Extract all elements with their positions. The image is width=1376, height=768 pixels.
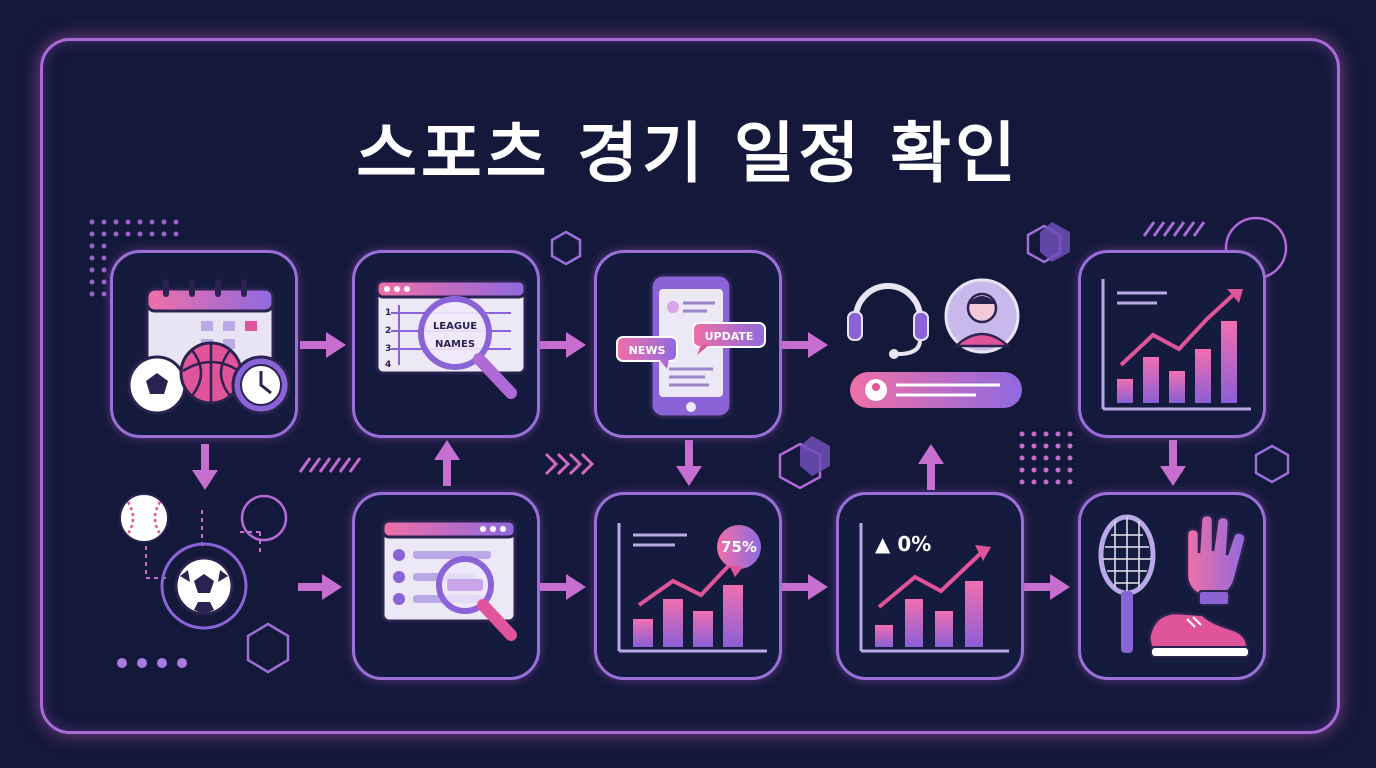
- row-number-4: 4: [385, 360, 391, 370]
- calendar-sports-icon: [127, 279, 291, 415]
- arrow-1-2: [300, 332, 346, 358]
- hatch-lines-2: [1142, 221, 1206, 237]
- row-number-1: 1: [385, 308, 391, 318]
- arrow-10-9: [298, 574, 342, 600]
- update-label: UPDATE: [705, 330, 754, 343]
- percent-badge-label: 75%: [721, 538, 757, 556]
- league-label: LEAGUE: [433, 321, 477, 332]
- step-box-league-search: 1 2 3 4 LEAGUE NAMES: [352, 250, 540, 438]
- arrow-1-down: [192, 444, 218, 490]
- dot-grid-right: [1019, 431, 1073, 485]
- arrow-9-8: [540, 574, 586, 600]
- row-number-3: 3: [385, 344, 391, 354]
- row-number-2: 2: [385, 326, 391, 336]
- outer-frame: [40, 38, 1340, 734]
- arrow-9-up: [434, 440, 460, 486]
- arrow-5-down: [1160, 440, 1186, 486]
- support-profile-icon: [847, 278, 1022, 408]
- arrow-2-3: [540, 332, 586, 358]
- flow-arrows: [192, 332, 1186, 600]
- arrow-8-7: [782, 574, 828, 600]
- step-box-percent-chart: ▲ 0%: [836, 492, 1024, 680]
- rising-chart-icon: [1101, 279, 1251, 411]
- step-box-list-search: [352, 492, 540, 680]
- arrow-7-6: [1024, 574, 1070, 600]
- chevrons: [544, 452, 595, 476]
- step-box-equipment: [1078, 492, 1266, 680]
- step-box-rising-chart: [1078, 250, 1266, 438]
- arrow-3-down: [676, 440, 702, 486]
- sports-equipment-icon: [1098, 513, 1250, 658]
- arrow-7-up: [918, 444, 944, 490]
- up-stat-label: ▲ 0%: [875, 532, 931, 556]
- news-label: NEWS: [629, 344, 666, 357]
- arrow-3-4: [782, 332, 828, 358]
- badge-chart-icon: 75%: [617, 523, 767, 653]
- hexagon-filled-1: [1040, 222, 1070, 262]
- dots-bottom-left: [117, 658, 187, 668]
- names-label: NAMES: [435, 339, 475, 350]
- dot-grid-top-left: [89, 219, 179, 297]
- list-search-icon: [381, 519, 517, 641]
- hatch-lines-1: [298, 457, 362, 473]
- step-box-badge-chart: 75%: [594, 492, 782, 680]
- hexagon-filled-2: [800, 436, 830, 476]
- step-box-news-update: NEWS UPDATE: [594, 250, 782, 438]
- ball-network-icon: [119, 493, 261, 630]
- league-search-icon: 1 2 3 4 LEAGUE NAMES: [375, 279, 527, 399]
- percent-up-chart-icon: ▲ 0%: [859, 523, 1009, 653]
- phone-news-update-icon: NEWS UPDATE: [616, 273, 766, 419]
- circle-outline-left: [240, 494, 288, 542]
- page-title: 스포츠 경기 일정 확인: [356, 115, 1020, 192]
- step-box-schedule: [110, 250, 298, 438]
